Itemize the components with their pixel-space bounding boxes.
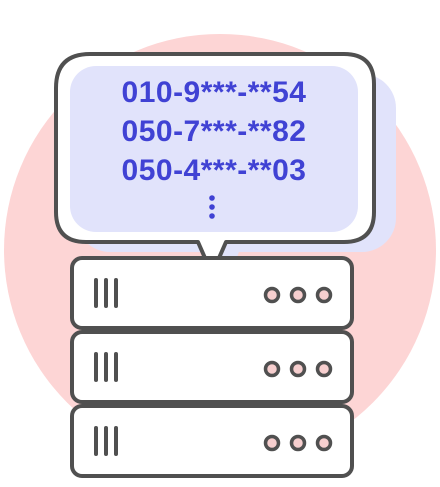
more-indicator-icon <box>209 195 215 219</box>
status-led-icon <box>315 286 333 304</box>
status-led-icon <box>289 286 307 304</box>
masked-phone-number-3: 050-4***-**03 <box>121 154 307 187</box>
status-led-icon <box>315 360 333 378</box>
status-led-icon <box>263 286 281 304</box>
server-unit-bottom <box>70 404 354 478</box>
status-led-icon <box>315 434 333 452</box>
status-led-icon <box>289 360 307 378</box>
masked-phone-number-2: 050-7***-**82 <box>121 115 307 148</box>
speech-bubble-inner-panel <box>70 66 358 232</box>
masked-phone-number-1: 010-9***-**54 <box>121 76 307 109</box>
server-chassis <box>70 330 354 404</box>
server-unit-top <box>70 256 354 330</box>
more-dot <box>209 204 215 210</box>
server-unit-middle <box>70 330 354 404</box>
server-stack <box>70 256 354 478</box>
more-dot <box>209 213 215 219</box>
server-chassis <box>70 256 354 330</box>
more-dot <box>209 195 215 201</box>
status-led-icon <box>263 434 281 452</box>
server-chassis <box>70 404 354 478</box>
status-led-icon <box>289 434 307 452</box>
status-led-icon <box>263 360 281 378</box>
